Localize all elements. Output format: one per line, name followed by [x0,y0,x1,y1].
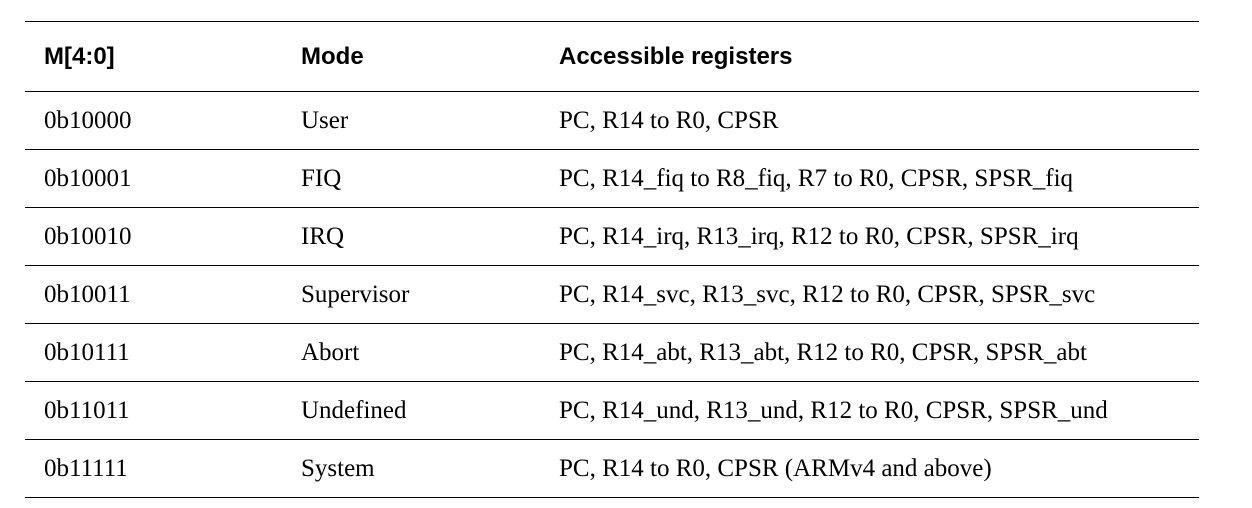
cell-registers: PC, R14 to R0, CPSR (ARMv4 and above) [559,454,992,482]
table-row: 0b10001 FIQ PC, R14_fiq to R8_fiq, R7 to… [25,149,1199,208]
cell-registers: PC, R14_fiq to R8_fiq, R7 to R0, CPSR, S… [559,164,1074,192]
cell-mode-bits: 0b10000 [44,106,132,134]
cell-registers: PC, R14_svc, R13_svc, R12 to R0, CPSR, S… [559,280,1096,308]
cell-mode: User [301,106,349,134]
cell-mode-bits: 0b10010 [44,222,132,250]
table-row: 0b10011 Supervisor PC, R14_svc, R13_svc,… [25,265,1199,324]
table-row: 0b11111 System PC, R14 to R0, CPSR (ARMv… [25,439,1199,498]
table-row: 0b10000 User PC, R14 to R0, CPSR [25,91,1199,150]
table-row: 0b10010 IRQ PC, R14_irq, R13_irq, R12 to… [25,207,1199,266]
cell-mode-bits: 0b11011 [44,396,130,424]
cell-registers: PC, R14_abt, R13_abt, R12 to R0, CPSR, S… [559,338,1087,366]
header-mode: Mode [301,42,364,70]
cell-mode-bits: 0b10111 [44,338,130,366]
cell-mode: FIQ [301,164,342,192]
cell-registers: PC, R14 to R0, CPSR [559,106,779,134]
cell-mode: System [301,454,375,482]
table-row: 0b10111 Abort PC, R14_abt, R13_abt, R12 … [25,323,1199,382]
header-accessible-registers: Accessible registers [559,42,793,70]
cell-mode-bits: 0b10001 [44,164,132,192]
cell-mode: Abort [301,338,360,366]
cell-mode: IRQ [301,222,345,250]
cell-mode-bits: 0b11111 [44,454,128,482]
cell-mode: Undefined [301,396,407,424]
cell-registers: PC, R14_irq, R13_irq, R12 to R0, CPSR, S… [559,222,1079,250]
header-mode-bits: M[4:0] [44,42,115,70]
table-header: M[4:0] Mode Accessible registers [25,21,1199,92]
cell-mode-bits: 0b10011 [44,280,131,308]
cell-registers: PC, R14_und, R13_und, R12 to R0, CPSR, S… [559,396,1108,424]
cell-mode: Supervisor [301,280,410,308]
table-body: 0b10000 User PC, R14 to R0, CPSR 0b10001… [25,91,1199,498]
table-row: 0b11011 Undefined PC, R14_und, R13_und, … [25,381,1199,440]
processor-mode-table: M[4:0] Mode Accessible registers 0b10000… [25,21,1199,498]
header-row: M[4:0] Mode Accessible registers [25,21,1199,92]
